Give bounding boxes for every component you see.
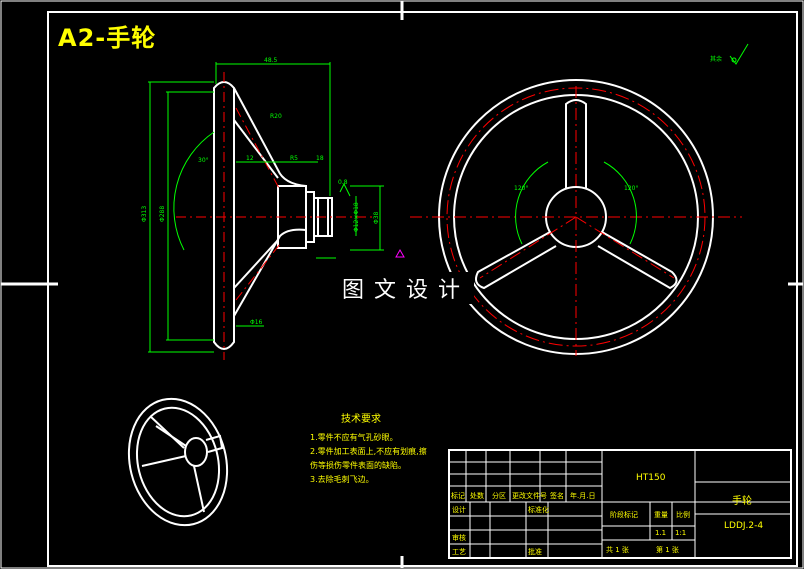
header-cell: 标记 (451, 492, 465, 500)
dim-hub-b: Φ12×Φ18 (353, 202, 360, 232)
tech-requirement-line: 3.去除毛刺飞边。 (310, 475, 374, 484)
scale-value: 1:1 (675, 529, 687, 537)
header-cell: 分区 (492, 492, 506, 500)
weight-label: 重量 (654, 511, 668, 519)
drawing-number-cell: LDDJ.2-4 (724, 521, 764, 531)
orientation-mark (395, 248, 405, 258)
standard-label: 标准化 (528, 506, 549, 514)
drawing-title: A2-手轮 (58, 24, 157, 52)
sheets-total: 共 1 张 (606, 546, 629, 554)
tech-requirement-line: 2.零件加工表面上,不应有划痕,擦 (310, 447, 427, 456)
dim-hub-c: Φ38 (373, 211, 380, 224)
title-block (448, 449, 792, 559)
tech-requirements-heading: 技术要求 (341, 414, 381, 425)
front-view: 120° 120° (410, 79, 742, 356)
header-cell: 签名 (550, 492, 564, 500)
dim-total-dia: Φ313 (141, 206, 148, 222)
isometric-view (127, 397, 229, 527)
side-section-view: 48.5 Φ313 Φ288 30° R20 12 R5 18 0.8 Φ12×… (141, 57, 384, 360)
dim-tol: 0.8 (338, 179, 348, 186)
tech-requirement-line: 伤等损伤零件表面的缺陷。 (310, 461, 406, 470)
dim-boss-r: R20 (270, 113, 282, 120)
scale-label: 比例 (676, 511, 690, 519)
roughness-symbol (729, 43, 749, 65)
review-label: 审核 (452, 534, 466, 542)
stage-label: 阶段标记 (610, 511, 638, 519)
roughness-label: 其余 (710, 55, 722, 63)
material-cell: HT150 (636, 473, 666, 483)
header-cell: 年.月.日 (570, 492, 596, 500)
dim-inner-dia: Φ288 (159, 206, 166, 222)
weight-value: 1.1 (655, 529, 667, 537)
header-cell: 更改文件号 (512, 492, 547, 500)
tech-requirement-line: 1.零件不应有气孔砂眼。 (310, 433, 398, 442)
approve-label: 批准 (528, 548, 542, 556)
sheet-number: 第 1 张 (656, 546, 679, 554)
watermark: 图文设计 (338, 272, 475, 304)
designer-label: 设计 (452, 506, 466, 514)
process-label: 工艺 (452, 548, 466, 556)
dim-angle-arc: 30° (198, 157, 209, 164)
dim-small-c: 18 (316, 155, 324, 162)
dim-top-width: 48.5 (264, 57, 278, 64)
angle-right: 120° (624, 185, 638, 192)
dim-small-a: 12 (246, 155, 254, 162)
part-name-cell: 手轮 (732, 496, 752, 507)
dim-rim-dia: Φ16 (250, 319, 263, 326)
angle-left: 120° (514, 185, 528, 192)
header-cell: 处数 (470, 492, 484, 500)
dim-small-b: R5 (290, 155, 298, 162)
